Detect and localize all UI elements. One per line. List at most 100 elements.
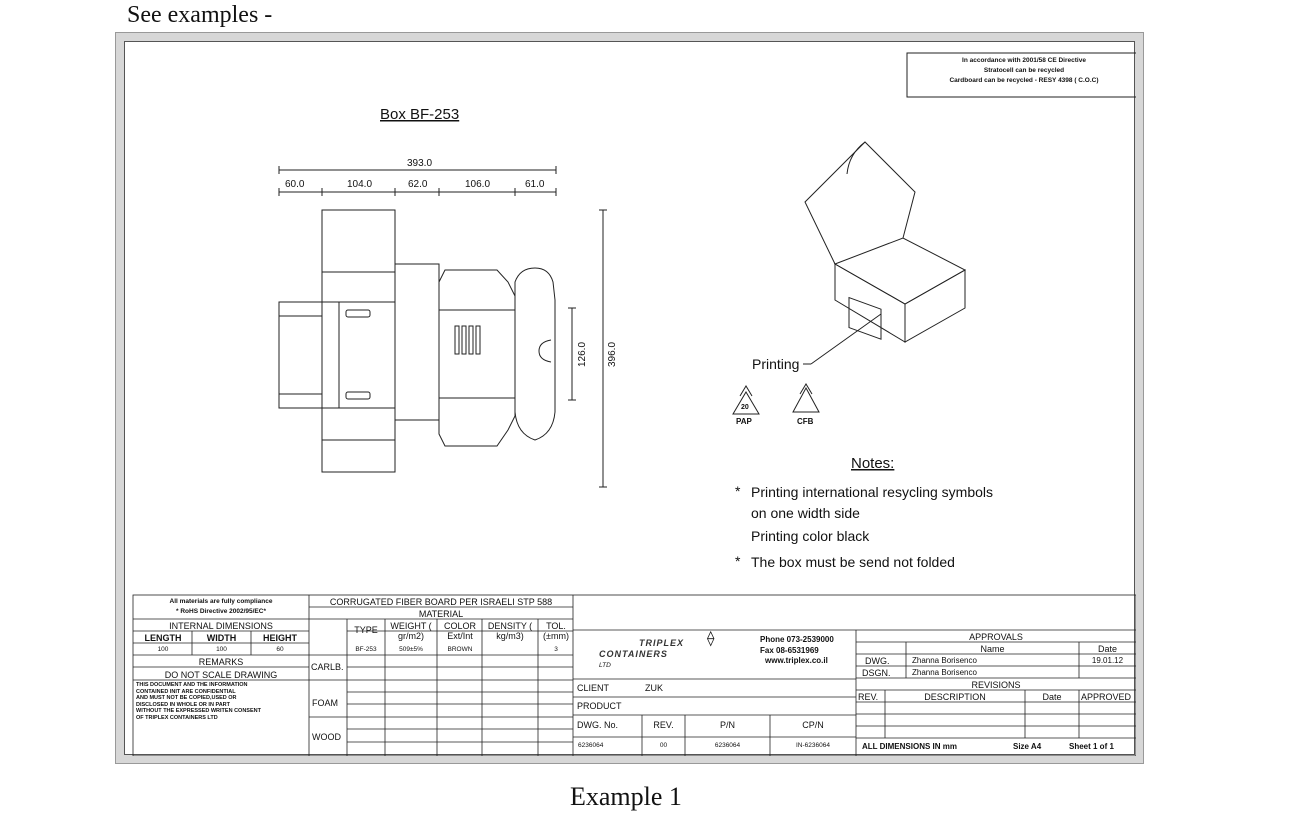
technical-drawing: Box BF-253 393.0 60.0 104.0 62.0 106.0 6… — [132, 52, 1136, 756]
cfb-label: CFB — [797, 417, 814, 426]
title-block-grid — [132, 594, 1136, 756]
confidential-line-4: DISCLOSED IN WHOLE OR IN PART — [136, 701, 231, 708]
note-1-line-2: on one width side — [751, 505, 860, 521]
note-1-line-1: Printing international resycling symbols — [751, 484, 993, 500]
approval-name-dwg: Zhanna Borisenco — [912, 656, 977, 665]
material-col-density: DENSITY ( kg/m3) — [487, 621, 533, 641]
dwg-no-value: 6236064 — [578, 742, 604, 749]
recycle-cfb-icon — [792, 383, 820, 413]
internal-dim-length: 100 — [157, 646, 169, 653]
dwg-no-header: DWG. No. — [577, 720, 619, 730]
remarks-label: REMARKS — [198, 657, 244, 667]
cpn-header: CP/N — [802, 720, 824, 730]
directive-box — [906, 52, 1136, 98]
company-ltd: LTD — [599, 662, 611, 669]
client-label: CLIENT — [577, 683, 610, 693]
material-row-color: BROWN — [447, 646, 473, 653]
material-col-type: TYPE — [354, 625, 378, 635]
company-name-line-2: CONTAINERS — [599, 649, 668, 659]
vent-slots-icon — [454, 325, 481, 355]
confidential-line-2: CONTAINED INIT ARE CONFIDENTIAL — [136, 688, 236, 695]
revisions-header-approved: APPROVED — [1081, 692, 1132, 702]
company-web: www.triplex.co.il — [765, 656, 828, 665]
note-1-bullet: * — [735, 483, 741, 499]
do-not-scale-label: DO NOT SCALE DRAWING — [164, 670, 278, 680]
dim-segment-3: 62.0 — [408, 179, 428, 190]
bottom-caption: Example 1 — [570, 782, 682, 811]
revisions-header-date: Date — [1042, 692, 1062, 702]
pap-number: 20 — [741, 404, 749, 411]
box-dieline — [278, 209, 556, 473]
confidential-line-1: THIS DOCUMENT AND THE INFORMATION — [136, 682, 248, 688]
product-label: PRODUCT — [577, 701, 622, 711]
note-2-line-1: The box must be send not folded — [751, 554, 955, 570]
material-row-tol: 3 — [554, 646, 558, 653]
internal-dim-header-width: WIDTH — [206, 633, 237, 643]
dim-segment-1: 60.0 — [285, 179, 305, 190]
revisions-header-description: DESCRIPTION — [924, 692, 986, 702]
directive-line-1: In accordance with 2001/58 CE Directive — [962, 57, 1086, 64]
material-row-weight: 509±5% — [399, 646, 423, 653]
confidential-line-5: WITHOUT THE EXPRESSED WRITEN CONSENT — [136, 708, 261, 714]
approvals-title: APPROVALS — [969, 632, 1023, 642]
revisions-header-rev: REV. — [858, 692, 879, 702]
directive-line-2: Stratocell can be recycled — [983, 67, 1065, 74]
internal-dim-header-length: LENGTH — [144, 633, 182, 643]
rev-header: REV. — [653, 720, 674, 730]
footer-size: Size A4 — [1013, 742, 1042, 751]
material-row-label-wood: WOOD — [312, 732, 341, 742]
note-2-bullet: * — [735, 553, 741, 569]
company-name-line-1: TRIPLEX — [639, 638, 685, 648]
approval-date-dwg: 19.01.12 — [1091, 656, 1124, 665]
material-row-type: BF-253 — [355, 646, 377, 653]
footer-units: ALL DIMENSIONS IN mm — [862, 742, 957, 751]
pn-header: P/N — [719, 720, 735, 730]
material-header: CORRUGATED FIBER BOARD PER ISRAELI STP 5… — [329, 597, 553, 607]
cpn-value: IN-6236064 — [796, 742, 830, 749]
confidential-line-6: OF TRIPLEX CONTAINERS LTD — [136, 714, 218, 721]
company-phone: Phone 073-2539000 — [760, 635, 834, 644]
approvals-name-header: Name — [980, 644, 1005, 654]
internal-dim-width: 100 — [216, 646, 227, 653]
client-value: ZUK — [645, 683, 663, 693]
dim-height: 396.0 — [607, 342, 618, 367]
confidential-line-3: AND MUST NOT BE COPIED,USED OR — [136, 695, 237, 701]
notes-title: Notes: — [851, 455, 894, 472]
company-fax: Fax 08-6531969 — [760, 646, 819, 655]
box-title: Box BF-253 — [380, 106, 459, 123]
revisions-title: REVISIONS — [971, 680, 1021, 690]
material-row-label-carlb: CARLB. — [311, 662, 344, 672]
approval-role-dsgn: DSGN. — [862, 668, 891, 678]
dim-total-width: 393.0 — [407, 158, 432, 169]
material-col-weight: WEIGHT ( gr/m2) — [390, 621, 432, 641]
recycle-pap-icon — [732, 385, 760, 415]
material-title: MATERIAL — [418, 609, 464, 619]
technical-drawing-sheet: Box BF-253 393.0 60.0 104.0 62.0 106.0 6… — [124, 41, 1136, 756]
box-3d-illustration — [803, 141, 967, 365]
dim-inner-height: 126.0 — [577, 342, 588, 367]
printing-label: Printing — [752, 356, 799, 372]
material-row-label-foam: FOAM — [312, 698, 338, 708]
pn-value: 6236064 — [714, 742, 741, 749]
compliance-line-2: * RoHS Directive 2002/95/EC* — [176, 608, 266, 615]
internal-dim-header-height: HEIGHT — [262, 633, 297, 643]
directive-line-3: Cardboard can be recycled - RESY 4398 ( … — [949, 77, 1099, 84]
material-col-tol: TOL. (±mm) — [543, 621, 569, 641]
dim-segment-5: 61.0 — [525, 179, 545, 190]
top-caption: See examples - — [127, 2, 273, 28]
rev-value: 00 — [659, 742, 668, 749]
company-logo-icon: ⟠ — [707, 630, 715, 647]
approval-name-dsgn: Zhanna Borisenco — [912, 668, 977, 677]
pap-label: PAP — [736, 417, 753, 426]
internal-dimensions-title: INTERNAL DIMENSIONS — [169, 621, 273, 631]
note-1-line-3: Printing color black — [751, 528, 870, 544]
dim-segment-2: 104.0 — [347, 179, 372, 190]
compliance-line-1: All materials are fully compliance — [169, 598, 273, 605]
approvals-date-header: Date — [1097, 644, 1117, 654]
drawing-frame: Box BF-253 393.0 60.0 104.0 62.0 106.0 6… — [115, 32, 1144, 764]
internal-dim-height: 60 — [276, 646, 284, 653]
material-col-color: COLOR Ext/Int — [443, 621, 476, 641]
dim-segment-4: 106.0 — [465, 179, 490, 190]
approval-role-dwg: DWG. — [865, 656, 890, 666]
footer-sheet: Sheet 1 of 1 — [1069, 742, 1114, 751]
